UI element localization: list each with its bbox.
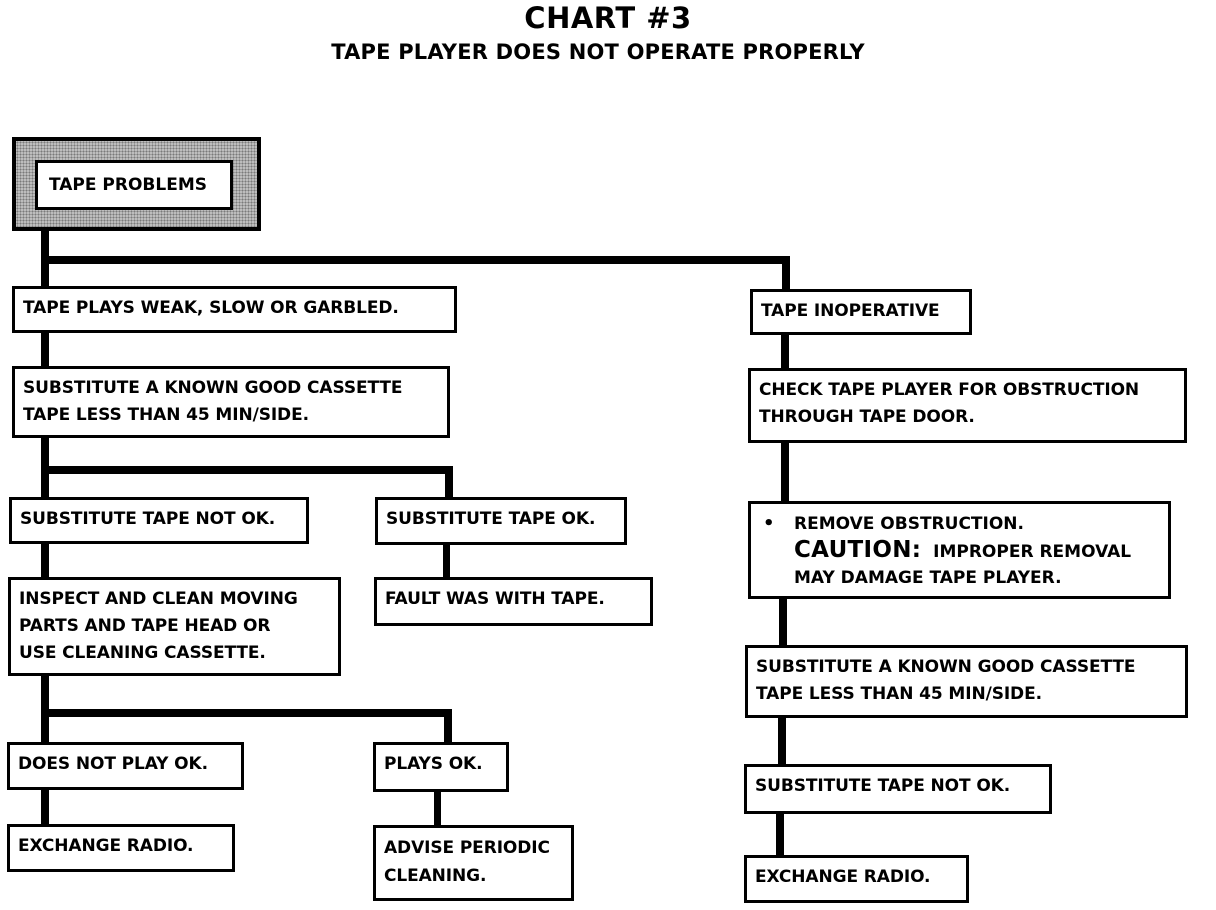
root-node: TAPE PROBLEMS <box>35 160 233 210</box>
connector-weak-substitute <box>41 330 49 368</box>
node-tape-inoperative: TAPE INOPERATIVE <box>750 289 972 335</box>
caution-text-2: MAY DAMAGE TAPE PLAYER. <box>794 568 1062 588</box>
connector-right-drop <box>782 256 790 290</box>
connector-top-split <box>41 256 790 264</box>
node-exchange-radio-left: EXCHANGE RADIO. <box>7 824 235 872</box>
connector-substitute-notok <box>778 716 786 766</box>
node-remove-obstruction: • REMOVE OBSTRUCTION. CAUTION: IMPROPER … <box>748 501 1171 599</box>
connector-ok-fault <box>443 542 450 579</box>
connector-mid-split <box>41 466 453 474</box>
connector-remove-substitute <box>779 597 787 647</box>
connector-check-remove <box>781 441 789 503</box>
node-check-obstruction: CHECK TAPE PLAYER FOR OBSTRUCTION THROUG… <box>748 368 1187 443</box>
connector-tape-ok-drop <box>445 466 453 498</box>
caution-line: CAUTION: IMPROPER REMOVAL <box>794 537 1131 563</box>
caution-label: CAUTION: <box>794 537 922 563</box>
connector-notplay-exchange <box>41 787 49 825</box>
node-substitute-cassette-right: SUBSTITUTE A KNOWN GOOD CASSETTE TAPE LE… <box>745 645 1188 718</box>
node-substitute-tape-not-ok-right: SUBSTITUTE TAPE NOT OK. <box>744 764 1052 814</box>
node-fault-was-with-tape: FAULT WAS WITH TAPE. <box>374 577 653 626</box>
node-substitute-tape-ok: SUBSTITUTE TAPE OK. <box>375 497 627 545</box>
connector-playsok-advise <box>434 790 441 826</box>
connector-notok-inspect <box>41 541 49 579</box>
node-plays-ok: PLAYS OK. <box>373 742 509 792</box>
connector-bottom-split <box>41 709 452 717</box>
remove-obstruction-text: REMOVE OBSTRUCTION. <box>794 514 1024 534</box>
node-does-not-play-ok: DOES NOT PLAY OK. <box>7 742 244 790</box>
node-advise-periodic-cleaning: ADVISE PERIODIC CLEANING. <box>373 825 574 901</box>
connector-notok-exchange <box>776 812 784 857</box>
node-tape-plays-weak: TAPE PLAYS WEAK, SLOW OR GARBLED. <box>12 286 457 333</box>
chart-title: CHART #3 <box>524 1 692 35</box>
node-substitute-tape-not-ok-left: SUBSTITUTE TAPE NOT OK. <box>9 497 309 544</box>
connector-inspect-split <box>41 673 49 743</box>
node-exchange-radio-right: EXCHANGE RADIO. <box>744 855 969 903</box>
connector-inoperative-check <box>781 333 789 369</box>
bullet-icon: • <box>763 513 775 534</box>
caution-text: IMPROPER REMOVAL <box>933 542 1132 562</box>
node-substitute-cassette-left: SUBSTITUTE A KNOWN GOOD CASSETTE TAPE LE… <box>12 366 450 438</box>
node-inspect-and-clean: INSPECT AND CLEAN MOVING PARTS AND TAPE … <box>8 577 341 676</box>
connector-plays-ok-drop <box>444 709 452 743</box>
chart-subtitle: TAPE PLAYER DOES NOT OPERATE PROPERLY <box>331 40 865 64</box>
